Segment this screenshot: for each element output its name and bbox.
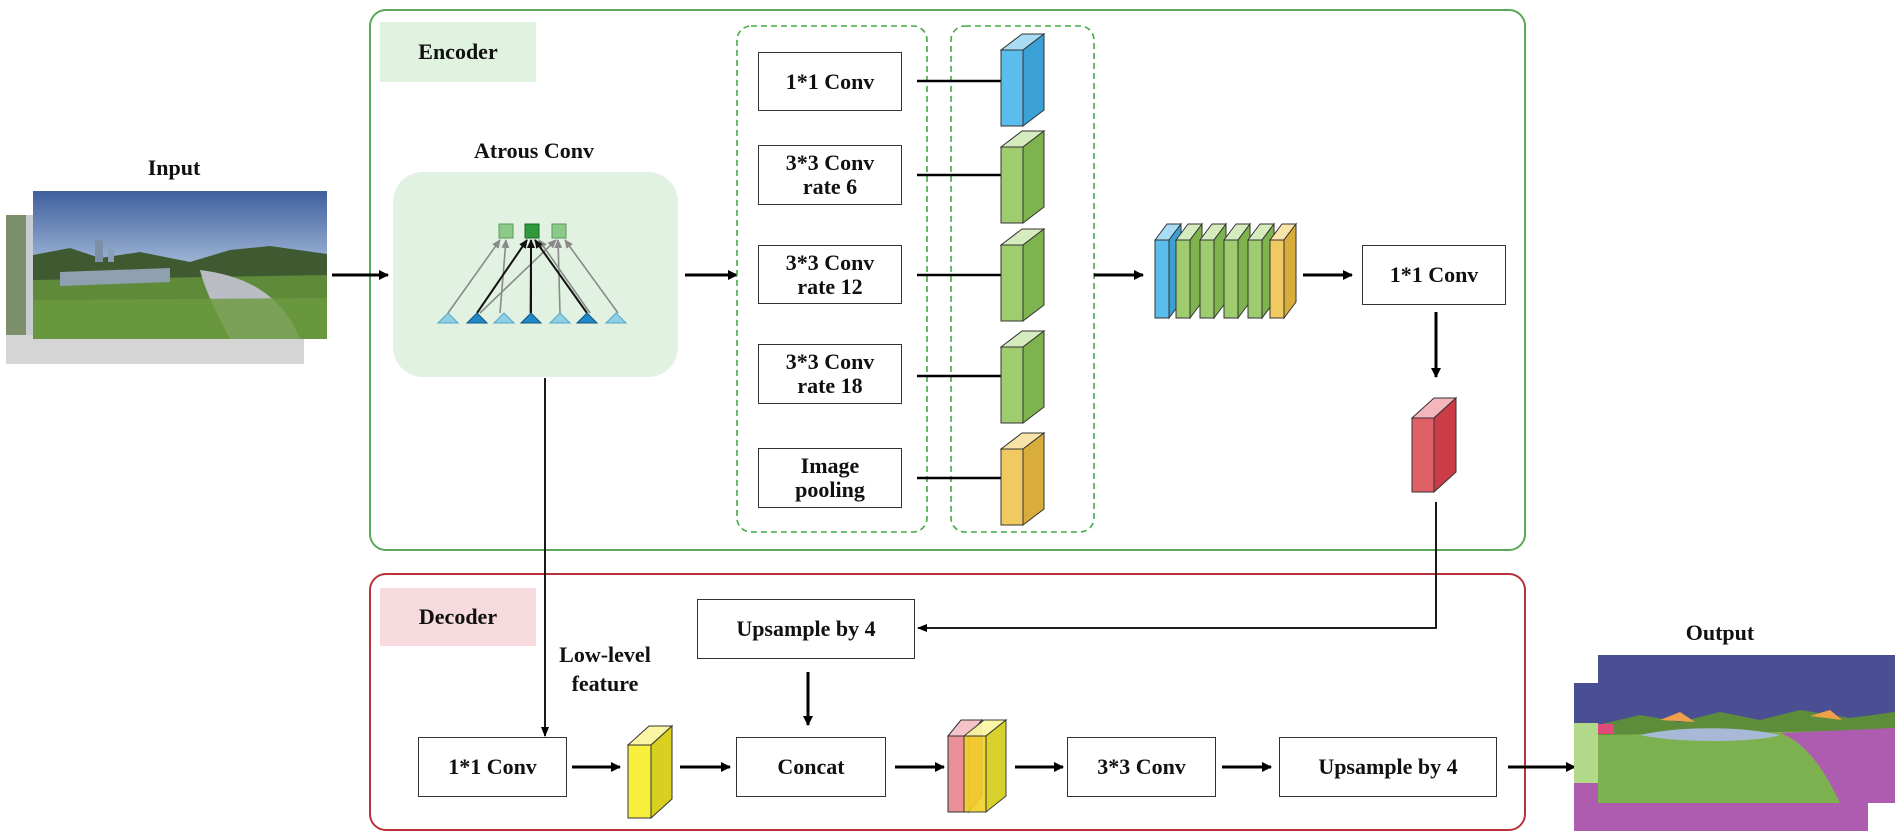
branch-5-line2: pooling [795,477,865,502]
post-conv-1x1: 1*1 Conv [1362,245,1506,305]
feature-map-green-rate18 [999,329,1046,425]
branch-1-line1: 1*1 Conv [785,68,875,94]
decoder-conv-3x3: 3*3 Conv [1067,737,1216,797]
feature-map-green-rate12 [999,227,1046,323]
low-level-line1: Low-level [559,642,651,667]
input-image [6,191,327,364]
encoder-tag: Encoder [380,22,536,82]
low-level-feature-label: Low-level feature [540,640,670,698]
atrous-conv-region [393,172,678,377]
branch-2-line2: rate 6 [802,174,858,199]
low-level-line2: feature [571,671,639,696]
output-label: Output [1685,620,1755,645]
decoder-tag: Decoder [380,588,536,646]
branch-4-line1: 3*3 Conv [785,349,875,374]
branch-3-line2: rate 12 [797,273,863,299]
branch-conv-1x1: 1*1 Conv [758,52,902,111]
decoder-upsample-by-4: Upsample by 4 [1279,737,1497,797]
decoder-concat: Concat [736,737,886,797]
branch-4-line2: rate 18 [797,373,863,398]
feature-map-green-rate6 [999,129,1046,225]
branch-3-line1: 3*3 Conv [785,249,875,275]
atrous-conv-illustration [436,223,628,324]
arrow-encoder-to-upsample [917,502,1437,632]
decoder-conv-1x1: 1*1 Conv [418,737,567,797]
encoder-output-feature [1410,396,1458,494]
atrous-conv-label: Atrous Conv [473,138,594,163]
branch-feature-group [950,25,1095,533]
upsample-by-4-top: Upsample by 4 [697,599,915,659]
output-segmentation-image [1574,655,1895,831]
concatenated-feature-stack [1154,222,1297,320]
input-label: Input [147,155,201,180]
encoder-frame [369,9,1526,551]
decoder-concat-stack [946,718,1008,814]
decoder-frame [369,573,1526,831]
branch-2-line1: 3*3 Conv [785,150,875,175]
branch-5-line1: Image [800,453,860,478]
feature-map-blue [999,32,1046,128]
feature-map-orange-pooling [999,431,1046,527]
branch-conv-group [736,25,928,533]
low-level-feature-map [626,724,674,820]
